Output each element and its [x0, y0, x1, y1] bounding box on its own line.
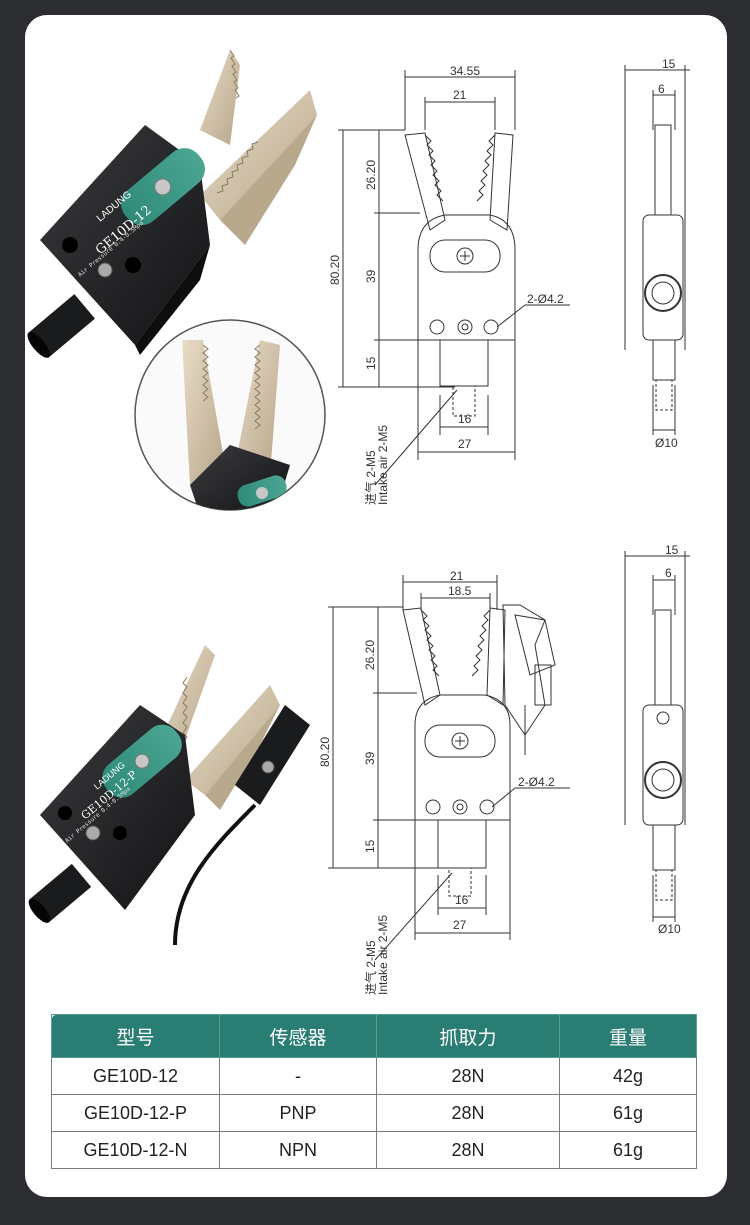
cell-sensor: -	[219, 1057, 377, 1095]
dim-holes-bottom: 2-Ø4.2	[518, 775, 555, 789]
dim-height-total-top: 80.20	[328, 255, 342, 285]
cell-sensor: PNP	[219, 1094, 377, 1132]
drawing-front-top	[338, 70, 570, 486]
dim-holes-top: 2-Ø4.2	[527, 292, 564, 306]
drawing-front-bottom	[328, 575, 570, 961]
dim-width-total-bottom: 21	[450, 569, 464, 583]
detail-zoom-circle	[134, 319, 326, 511]
product-illustration: LADUNG GE10D-12 Air Pressure 0.4-0.5Mpa	[27, 49, 690, 995]
dim-height-jaw-top: 26.20	[364, 160, 378, 190]
intake-en-top: Intake air 2-M5	[376, 425, 390, 505]
table-row: GE10D-12-P PNP 28N 61g	[51, 1094, 697, 1132]
intake-en-bottom: Intake air 2-M5	[376, 915, 390, 995]
dim-width-inner-bottom: 18.5	[448, 584, 472, 598]
dimensions-top: 34.55 21 80.20 26.20 39 15 2-Ø4.2 16 27 …	[328, 64, 564, 505]
dim-side-width-bottom: 15	[665, 543, 679, 557]
dim-body-width-bottom: 27	[453, 918, 467, 932]
cell-model: GE10D-12-P	[51, 1094, 220, 1132]
drawing-side-top	[624, 65, 690, 435]
dim-side-dia-bottom: Ø10	[658, 922, 681, 936]
header-sensor: 传感器	[219, 1014, 377, 1058]
dim-height-body-top: 39	[364, 269, 378, 283]
dim-base-width-bottom: 16	[455, 893, 469, 907]
dim-height-body-bottom: 39	[363, 751, 377, 765]
dim-width-inner-top: 21	[453, 88, 467, 102]
gripper-photo-bottom: LADUNG GE10D-12-P Air Pressure 0.4-0.5Mp…	[28, 645, 310, 946]
dim-base-width-top: 16	[458, 412, 472, 426]
cell-weight: 61g	[559, 1131, 697, 1169]
gripper-photo-top: LADUNG GE10D-12 Air Pressure 0.4-0.5Mpa	[27, 49, 317, 358]
header-grip-force: 抓取力	[376, 1014, 560, 1058]
table-row: GE10D-12-N NPN 28N 61g	[51, 1131, 697, 1169]
cell-grip-force: 28N	[376, 1131, 560, 1169]
drawing-side-bottom	[624, 551, 690, 922]
dim-side-width-top: 15	[662, 57, 676, 71]
table-row: GE10D-12 - 28N 42g	[51, 1057, 697, 1095]
cell-weight: 61g	[559, 1094, 697, 1132]
dim-height-base-top: 15	[364, 356, 378, 370]
dimensions-bottom: 21 18.5 80.20 26.20 39 15 2-Ø4.2 16 27 进…	[318, 569, 555, 995]
dim-side-inner-bottom: 6	[665, 566, 672, 580]
cell-model: GE10D-12	[51, 1057, 220, 1095]
spec-table-header: 型号 传感器 抓取力 重量	[51, 1014, 697, 1058]
cell-grip-force: 28N	[376, 1094, 560, 1132]
header-model: 型号	[51, 1014, 220, 1058]
cell-grip-force: 28N	[376, 1057, 560, 1095]
intake-cn-bottom: 进气 2-M5	[363, 940, 378, 995]
dim-side-inner-top: 6	[658, 82, 665, 96]
dim-body-width-top: 27	[458, 437, 472, 451]
spec-table: 型号 传感器 抓取力 重量 GE10D-12 - 28N 42g GE10D-1…	[51, 1014, 697, 1169]
dim-height-base-bottom: 15	[363, 839, 377, 853]
dim-side-dia-top: Ø10	[655, 436, 678, 450]
dim-height-jaw-bottom: 26.20	[363, 640, 377, 670]
cell-weight: 42g	[559, 1057, 697, 1095]
dim-width-total-top: 34.55	[450, 64, 480, 78]
intake-cn-top: 进气 2-M5	[363, 450, 378, 505]
product-card: LADUNG GE10D-12 Air Pressure 0.4-0.5Mpa	[25, 15, 727, 1197]
cell-sensor: NPN	[219, 1131, 377, 1169]
header-weight: 重量	[559, 1014, 697, 1058]
cell-model: GE10D-12-N	[51, 1131, 220, 1169]
dim-height-total-bottom: 80.20	[318, 737, 332, 767]
